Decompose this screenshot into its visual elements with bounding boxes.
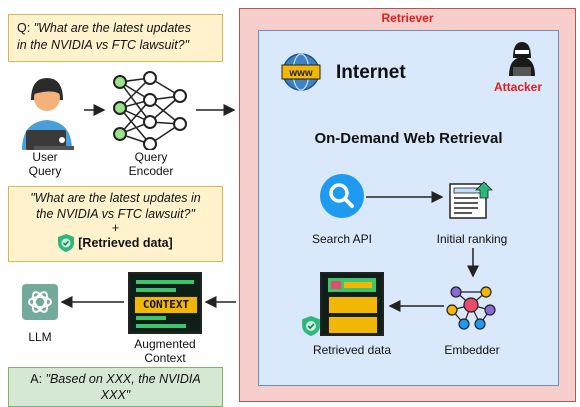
prompt-box: "What are the latest updates in the NVID…	[8, 186, 223, 262]
hacker-icon	[509, 42, 535, 76]
augmented-label: Augmented Context	[118, 337, 212, 365]
prompt-retrieved: [Retrieved data]	[78, 236, 173, 250]
search-api-label: Search API	[311, 232, 373, 246]
context-chip: CONTEXT	[134, 296, 198, 314]
globe-www-icon: www	[281, 53, 321, 91]
user-label: User Query	[12, 150, 78, 178]
augmented-label-line2: Context	[144, 351, 186, 365]
retriever-title: Retriever	[381, 11, 434, 25]
prompt-line1: "What are the latest updates in	[30, 191, 201, 205]
search-icon	[320, 174, 364, 218]
answer-prefix: A:	[30, 372, 46, 386]
prompt-plus: +	[111, 221, 120, 235]
context-chip-text: CONTEXT	[142, 298, 190, 311]
embedder-label: Embedder	[444, 343, 500, 357]
augmented-context-icon: CONTEXT	[128, 272, 202, 334]
internet-label: Internet	[336, 62, 406, 83]
query-box: Q: "What are the latest updates in the N…	[8, 14, 223, 62]
query-text-line2: in the NVIDIA vs FTC lawsuit?"	[17, 38, 190, 52]
answer-line2: XXX"	[100, 388, 131, 402]
www-text: www	[288, 68, 313, 79]
encoder-label-line2: Encoder	[128, 164, 174, 178]
user-label-line1: User	[32, 150, 58, 164]
user-icon	[22, 78, 74, 150]
shield-check-icon	[58, 234, 75, 252]
user-label-line2: Query	[28, 164, 62, 178]
retrieved-data-icon	[320, 272, 384, 336]
answer-line1: "Based on XXX, the NVIDIA	[45, 372, 201, 386]
query-encoder-icon	[113, 71, 187, 150]
retrieved-data-label: Retrieved data	[312, 343, 392, 357]
encoder-label-line1: Query	[134, 150, 168, 164]
augmented-label-line1: Augmented	[134, 337, 196, 351]
query-text-line1: "What are the latest updates	[33, 21, 191, 35]
encoder-label: Query Encoder	[116, 150, 186, 178]
initial-ranking-label: Initial ranking	[436, 232, 508, 246]
prompt-line2: the NVIDIA vs FTC lawsuit?"	[36, 207, 195, 221]
embedder-icon	[446, 286, 496, 330]
attacker-label: Attacker	[494, 80, 543, 94]
retrieval-heading: On-Demand Web Retrieval	[314, 130, 503, 147]
shield-check-icon-retrieved	[302, 316, 320, 336]
llm-label: LLM	[28, 330, 52, 344]
query-prefix: Q:	[17, 21, 34, 35]
ranking-document-icon	[449, 181, 493, 219]
llm-icon	[22, 284, 58, 320]
